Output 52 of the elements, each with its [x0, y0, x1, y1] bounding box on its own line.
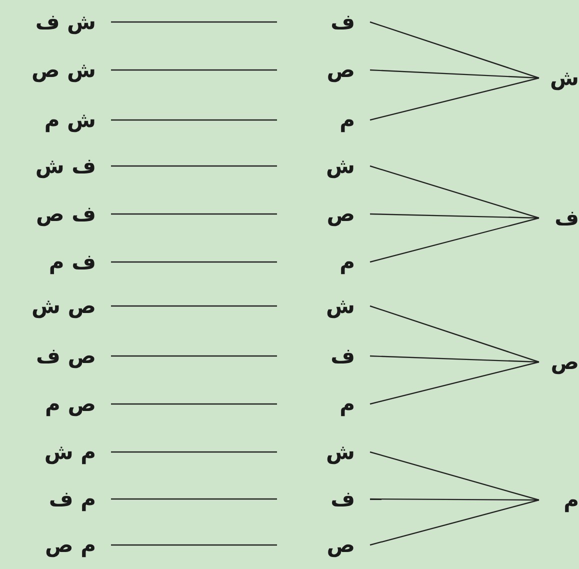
letter-label: ش م: [44, 110, 96, 130]
connector-line: [111, 498, 277, 500]
connector-line: [111, 403, 277, 405]
letter-label: ش ف: [35, 12, 96, 32]
connector-line: [370, 451, 540, 501]
connector-line: [111, 213, 277, 215]
connector-line: [111, 451, 277, 453]
connector-line: [111, 544, 277, 546]
letter-label: م ص: [45, 534, 96, 556]
letter-label: ص م: [45, 394, 96, 414]
connector-line: [370, 69, 540, 79]
connector-line: [370, 77, 540, 121]
letter-label: ف: [554, 208, 579, 228]
letter-label: م: [340, 110, 355, 130]
connector-line: [370, 361, 540, 405]
letter-label: ص: [326, 534, 355, 556]
letter-label: ف: [330, 488, 355, 510]
letter-label: م: [564, 490, 579, 510]
connector-line: [370, 213, 540, 219]
connector-line: [370, 165, 540, 219]
letter-label: ش: [326, 156, 355, 176]
letter-label: ص: [550, 352, 579, 372]
connector-line: [111, 261, 277, 263]
letter-label: ش: [326, 442, 355, 462]
letter-label: ش: [326, 296, 355, 316]
letter-label: ف ش: [35, 156, 96, 176]
letter-label: ص ش: [31, 296, 96, 316]
connector-line: [370, 217, 540, 263]
connector-line: [111, 305, 277, 307]
letter-label: ص: [326, 204, 355, 224]
connector-line: [111, 21, 277, 23]
connector-line: [370, 499, 540, 546]
letter-label: ف: [330, 346, 355, 366]
connector-line: [111, 119, 277, 121]
connector-line: [370, 305, 540, 363]
connector-line: [370, 498, 539, 501]
letter-label: ص ف: [36, 346, 96, 366]
connector-line: [111, 69, 277, 71]
letter-label: ش: [550, 68, 579, 88]
letter-label: م ش: [44, 442, 96, 462]
letter-label: ش ص: [31, 60, 96, 80]
letter-label: م: [340, 252, 355, 272]
connector-line: [111, 165, 277, 167]
connector-line: [111, 355, 277, 357]
letter-label: ف: [330, 12, 355, 32]
letter-label: ف م: [48, 252, 96, 272]
connector-line: [370, 355, 540, 363]
letter-label: ف ص: [36, 204, 96, 224]
letter-label: م: [340, 394, 355, 414]
letter-label: م ف: [48, 488, 96, 510]
letter-label: ص: [326, 60, 355, 80]
connector-line: [370, 21, 540, 79]
